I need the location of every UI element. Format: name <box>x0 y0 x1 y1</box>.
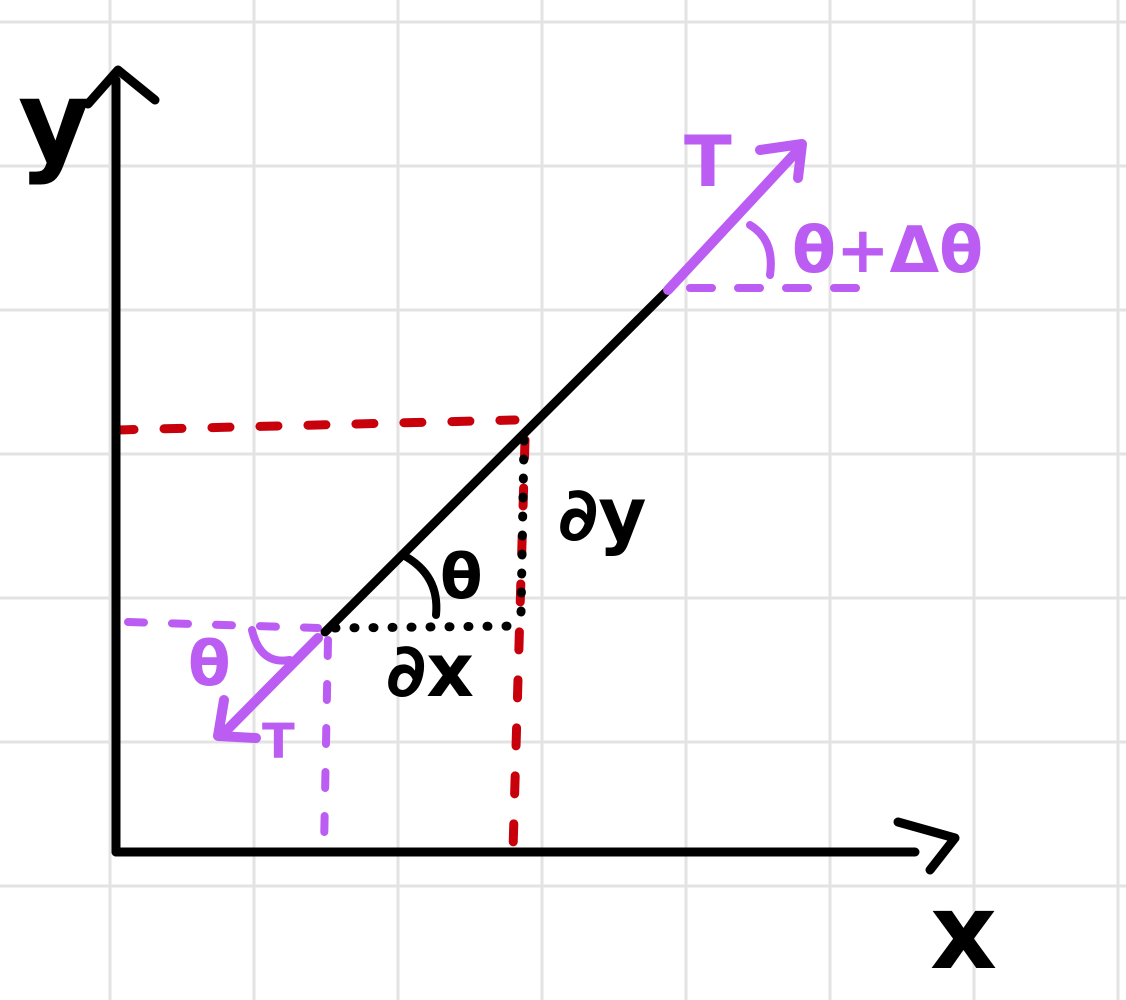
purple-horizontal-guide-bottom <box>124 618 322 632</box>
red-horizontal-guide <box>111 415 520 435</box>
y-axis-arrowhead <box>83 65 160 109</box>
dx-label: ∂x <box>386 628 474 714</box>
string-segment <box>320 283 675 637</box>
x-axis-label: x <box>930 871 997 993</box>
tension-vector-top <box>663 139 807 295</box>
y-axis-label: y <box>18 57 91 187</box>
angle-arc-top <box>746 221 775 279</box>
dy-label: ∂y <box>558 472 647 558</box>
red-vertical-guide <box>508 435 530 855</box>
angle-arc-mid <box>399 551 441 619</box>
angle-top-label: θ+Δθ <box>792 214 983 288</box>
x-axis-arrowhead <box>893 817 960 875</box>
angle-arc-bottom <box>248 626 294 665</box>
tension-top-label: T <box>684 121 732 203</box>
differential-lines <box>330 435 529 633</box>
tension-vector-bottom <box>213 633 323 743</box>
angle-mid-label: θ <box>440 540 483 613</box>
red-guides <box>111 415 530 855</box>
dx-line <box>330 621 520 633</box>
tension-bottom-label: T <box>262 714 295 770</box>
angle-bottom-label: θ <box>188 627 231 700</box>
purple-guides <box>124 284 884 852</box>
purple-vertical-guide-bottom <box>320 636 332 852</box>
